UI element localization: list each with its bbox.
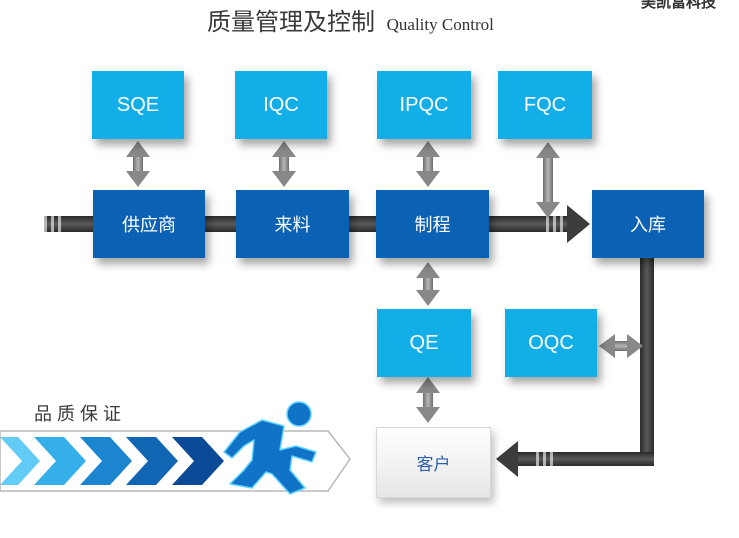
box-ipqc: IPQC bbox=[377, 71, 471, 139]
box-process: 制程 bbox=[376, 190, 489, 258]
double-arrow-icon bbox=[416, 262, 440, 306]
box-incoming: 来料 bbox=[236, 190, 349, 258]
quality-assurance-label: 品质保证 bbox=[34, 404, 126, 425]
return-flow-arrow bbox=[496, 258, 654, 477]
box-iqc: IQC bbox=[235, 71, 327, 139]
page-title: 质量管理及控制 Quality Control bbox=[207, 2, 494, 37]
title-cn: 质量管理及控制 bbox=[207, 8, 375, 36]
double-arrow-icon bbox=[536, 142, 560, 218]
double-arrow-icon bbox=[416, 377, 440, 423]
box-customer: 客户 bbox=[376, 427, 491, 498]
box-warehouse: 入库 bbox=[592, 190, 704, 258]
running-man-icon bbox=[223, 401, 317, 495]
double-arrow-icon bbox=[272, 141, 296, 187]
box-supplier: 供应商 bbox=[93, 190, 205, 258]
double-arrow-icon bbox=[599, 334, 643, 358]
box-sqe: SQE bbox=[92, 71, 184, 139]
box-qe: QE bbox=[377, 309, 471, 377]
box-oqc: OQC bbox=[505, 309, 597, 377]
double-arrow-icon bbox=[126, 141, 150, 187]
corner-text: 美凯富科技 bbox=[641, 0, 717, 11]
title-en: Quality Control bbox=[386, 15, 494, 34]
box-fqc: FQC bbox=[498, 71, 592, 139]
double-arrow-icon bbox=[416, 141, 440, 187]
